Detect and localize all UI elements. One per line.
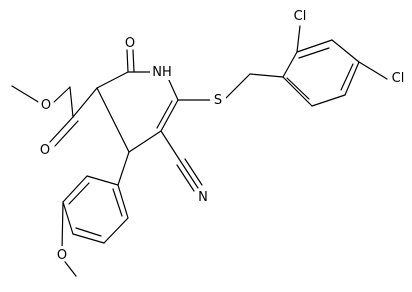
bond — [49, 116, 74, 143]
bond — [52, 86, 71, 104]
atom-label: O — [40, 143, 50, 158]
bond — [176, 164, 195, 192]
bond — [54, 120, 79, 147]
bond — [96, 87, 130, 153]
bond — [62, 175, 88, 203]
atom-label: NH — [152, 65, 172, 80]
bond — [128, 130, 162, 153]
bond — [117, 184, 129, 219]
bond — [282, 76, 313, 107]
bond — [358, 61, 388, 80]
bond — [340, 63, 354, 91]
bond — [298, 47, 330, 59]
bond — [132, 49, 135, 73]
bond — [72, 233, 105, 244]
atom-cl-ortho: Cl — [290, 6, 310, 24]
atom-s: S — [210, 91, 226, 108]
atom-label: Cl — [392, 71, 405, 86]
atom-label: O — [57, 248, 67, 263]
atom-label: O — [41, 98, 51, 113]
atom-labels: O O O NH S N O Cl — [37, 6, 408, 263]
bond — [72, 87, 98, 118]
bond — [225, 73, 251, 99]
bond — [249, 73, 284, 78]
bond — [160, 99, 179, 132]
bond — [344, 61, 360, 96]
bond — [68, 182, 90, 205]
bond — [286, 77, 310, 100]
bond — [96, 71, 129, 89]
bond — [126, 49, 129, 73]
bond — [296, 25, 301, 53]
bond — [86, 175, 119, 186]
atom-label: O — [125, 36, 135, 51]
bond — [296, 39, 333, 53]
atom-nh: NH — [150, 62, 174, 80]
bond — [282, 51, 298, 78]
bonds — [11, 25, 388, 277]
atom-o-ester-carbonyl: O — [37, 141, 53, 158]
atom-o-ester-ether: O — [38, 96, 54, 113]
atom-o-ring-carbonyl: O — [122, 34, 138, 51]
atom-label: Cl — [294, 9, 307, 24]
bond — [103, 217, 129, 244]
bond — [11, 85, 41, 104]
bond — [311, 94, 346, 107]
bond — [69, 86, 74, 118]
bond — [184, 158, 203, 186]
bond — [331, 39, 360, 63]
bond — [160, 130, 182, 163]
bond — [117, 151, 130, 186]
atom-o-methoxy: O — [54, 246, 70, 263]
bond — [75, 227, 102, 237]
bond — [61, 201, 64, 251]
bond — [62, 201, 74, 235]
atom-n-nitrile: N — [195, 188, 211, 205]
atom-cl-para: Cl — [388, 69, 408, 87]
bond — [167, 77, 179, 101]
bond — [156, 100, 173, 129]
bond — [112, 188, 123, 217]
bond — [180, 161, 199, 189]
atom-label: S — [214, 93, 222, 108]
atom-label: N — [198, 190, 208, 205]
